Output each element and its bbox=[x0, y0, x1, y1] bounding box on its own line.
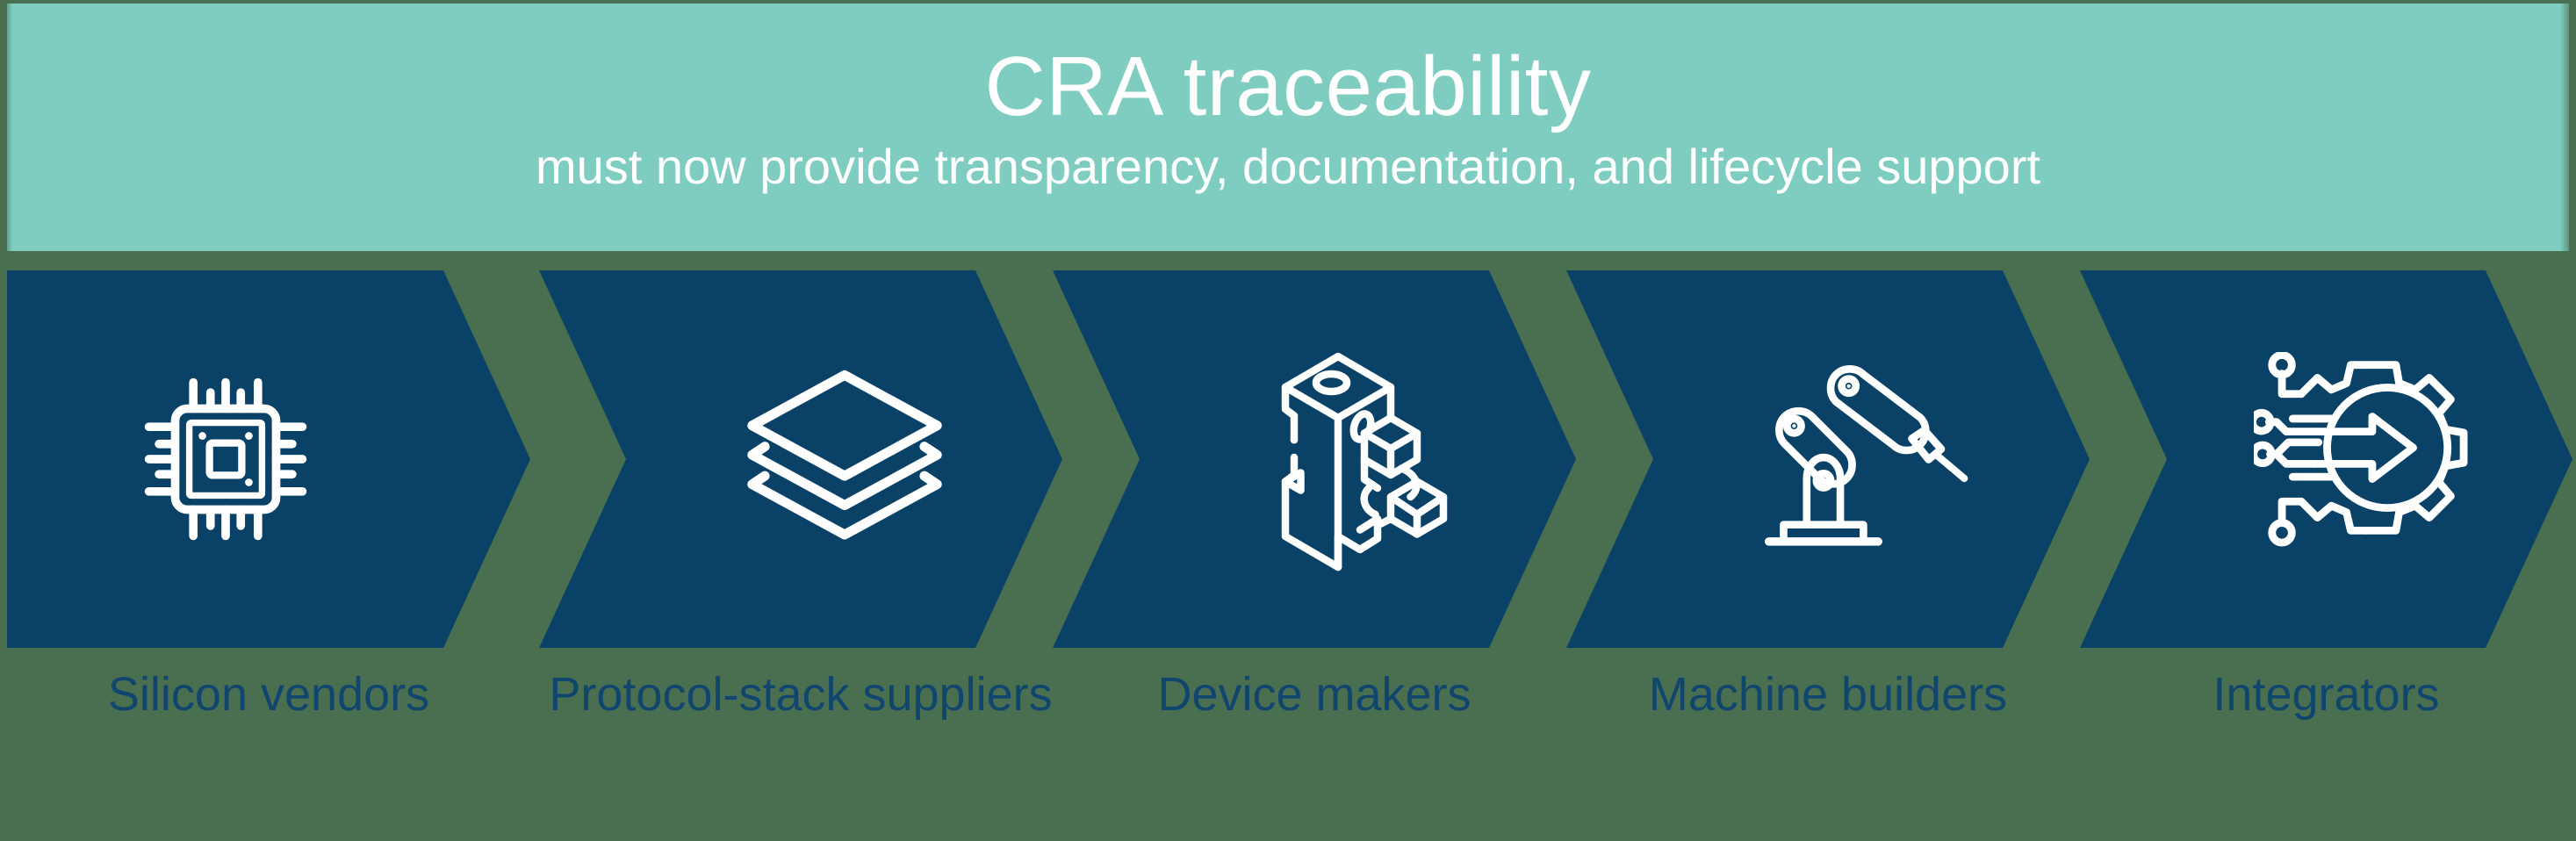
stage-label-silicon-vendors: Silicon vendors bbox=[107, 668, 430, 721]
chevron-stage-1[interactable] bbox=[7, 270, 530, 648]
page-title: CRA traceability bbox=[984, 40, 1592, 133]
stage-label-integrators: Integrators bbox=[2213, 668, 2440, 721]
stage-label-protocol-stack-suppliers: Protocol-stack suppliers bbox=[549, 668, 1053, 721]
chevron-stage-4[interactable] bbox=[1566, 270, 2090, 648]
page-subtitle: must now provide transparency, documenta… bbox=[535, 138, 2041, 194]
chevron-stage-5[interactable] bbox=[2080, 270, 2572, 648]
stage-label-device-makers: Device makers bbox=[1157, 668, 1471, 721]
stage-label-machine-builders: Machine builders bbox=[1648, 668, 2008, 721]
chevron-stage-3[interactable] bbox=[1053, 270, 1576, 648]
chevron-stage-2[interactable] bbox=[539, 270, 1062, 648]
header-banner: CRA traceability must now provide transp… bbox=[2, 4, 2574, 251]
value-chain-chevron-band bbox=[0, 270, 2576, 648]
